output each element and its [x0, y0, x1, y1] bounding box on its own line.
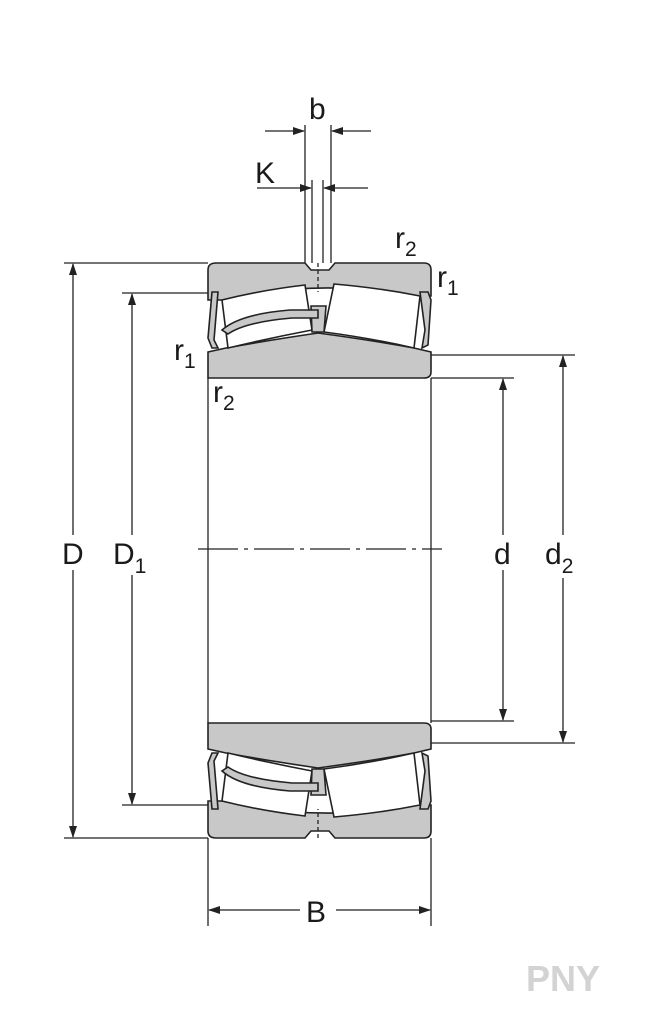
dimension-D1 [122, 292, 208, 806]
label-B: B [306, 896, 326, 929]
label-D1: D1 [113, 538, 146, 578]
bottom-section [207, 722, 432, 839]
label-r1-top: r1 [437, 261, 459, 300]
label-r1-left: r1 [174, 334, 196, 373]
label-r2-left: r2 [213, 376, 235, 415]
label-K: K [255, 157, 275, 190]
dimension-K [257, 180, 368, 263]
dimension-d [431, 377, 514, 722]
label-d: d [494, 538, 511, 571]
label-D: D [62, 538, 84, 571]
dimension-d2 [431, 354, 575, 744]
dimension-D [64, 262, 208, 839]
label-b: b [309, 93, 326, 126]
label-r2-top: r2 [395, 222, 417, 261]
top-section [207, 262, 432, 379]
label-d2: d2 [545, 538, 573, 578]
dimension-B [207, 838, 432, 926]
dimension-b [265, 125, 371, 263]
pny-logo: PNY [526, 958, 600, 999]
